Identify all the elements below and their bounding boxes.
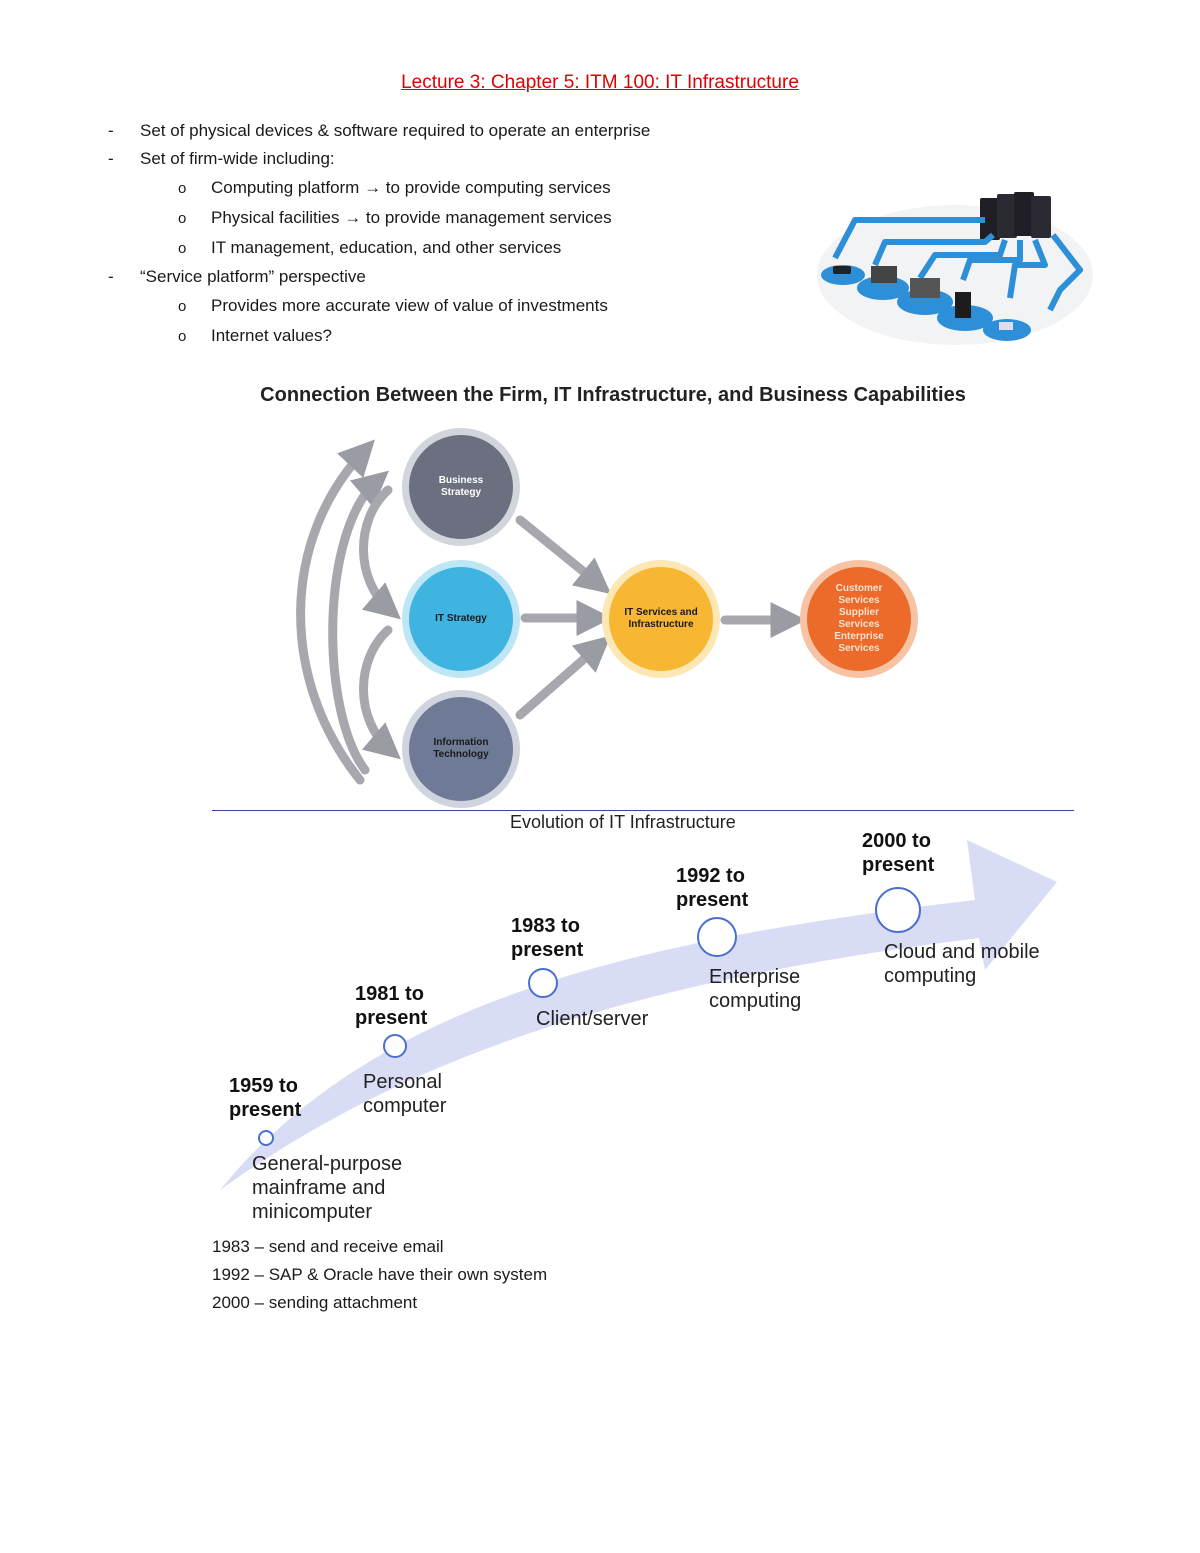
document-title: Lecture 3: Chapter 5: ITM 100: IT Infras… xyxy=(401,72,799,93)
it-services-label: IT Services and Infrastructure xyxy=(624,607,698,630)
bullet-text: Computing platform → to provide computin… xyxy=(211,178,611,197)
business-strategy-circle: Business Strategy xyxy=(402,428,520,546)
bullet-text: Provides more accurate view of value of … xyxy=(211,296,608,315)
evolution-title: Evolution of IT Infrastructure xyxy=(510,812,736,832)
era-period: 2000 to present xyxy=(862,830,935,876)
server-rack-icon xyxy=(980,192,1051,240)
feedback-arrow xyxy=(296,439,375,785)
bullet-text: Set of firm-wide including: xyxy=(140,149,335,168)
bullet-marker: - xyxy=(108,149,114,168)
bullet-marker: o xyxy=(178,298,187,315)
bullet-text: “Service platform” perspective xyxy=(140,267,366,286)
information-technology-circle: Information Technology xyxy=(402,690,520,808)
desktop-tower-icon xyxy=(955,292,971,318)
era-description: Client/server xyxy=(536,1008,649,1030)
era-description: Personal computer xyxy=(363,1071,447,1117)
section-divider xyxy=(212,810,1074,811)
timeline-node xyxy=(875,887,921,933)
network-illustration xyxy=(817,192,1093,345)
device-icons xyxy=(833,266,1013,330)
bullet-text: IT management, education, and other serv… xyxy=(211,238,562,257)
information-technology-label: Information Technology xyxy=(433,737,489,760)
connection-arrows xyxy=(296,439,807,785)
feedback-arrow xyxy=(359,625,401,760)
tablet-icon xyxy=(999,322,1013,330)
era-period: 1983 to present xyxy=(511,915,584,961)
timeline-node xyxy=(697,917,737,957)
bullet-marker: o xyxy=(178,240,187,257)
bullet-marker: - xyxy=(108,121,114,140)
era-description: Enterprise computing xyxy=(709,966,802,1012)
flow-arrow xyxy=(515,635,611,720)
business-capabilities-circle: Customer Services Supplier Services Ente… xyxy=(800,560,918,678)
era-description: Cloud and mobile computing xyxy=(884,941,1040,987)
bullet-marker: o xyxy=(178,180,187,197)
note-line: 1983 – send and receive email xyxy=(212,1237,444,1256)
bullet-marker: - xyxy=(108,267,114,286)
it-strategy-circle: IT Strategy xyxy=(402,560,520,678)
laptop-icon xyxy=(910,278,940,298)
timeline-node xyxy=(383,1034,407,1058)
bullet-marker: o xyxy=(178,210,187,227)
flow-arrow xyxy=(515,515,612,595)
era-period: 1992 to present xyxy=(676,865,749,911)
timeline-band xyxy=(220,840,1057,1190)
timeline-arrow xyxy=(220,840,1057,1190)
bullet-text: Internet values? xyxy=(211,326,332,345)
feedback-arrow xyxy=(359,485,401,620)
note-line: 2000 – sending attachment xyxy=(212,1293,418,1312)
bullet-text: Set of physical devices & software requi… xyxy=(140,121,651,140)
feedback-arrow xyxy=(328,470,389,775)
bullet-marker: o xyxy=(178,328,187,345)
era-period: 1981 to present xyxy=(355,983,428,1029)
capability-label: Supplier Services xyxy=(838,607,880,630)
timeline-node xyxy=(258,1130,274,1146)
bullet-text: Physical facilities → to provide managem… xyxy=(211,208,612,227)
capability-label: Customer Services xyxy=(835,583,883,606)
business-strategy-label: Business Strategy xyxy=(438,475,484,498)
timeline-node xyxy=(528,968,558,998)
it-strategy-label: IT Strategy xyxy=(435,613,487,624)
diagram-title: Connection Between the Firm, IT Infrastr… xyxy=(260,384,966,406)
capability-label: Enterprise Services xyxy=(834,631,884,654)
it-services-circle: IT Services and Infrastructure xyxy=(602,560,720,678)
phone-icon xyxy=(833,266,851,274)
note-line: 1992 – SAP & Oracle have their own syste… xyxy=(212,1265,548,1284)
network-arrows xyxy=(832,217,1083,312)
era-period: 1959 to present xyxy=(229,1075,302,1121)
laptop-icon xyxy=(871,266,897,283)
era-description: General-purpose mainframe and minicomput… xyxy=(252,1153,403,1223)
